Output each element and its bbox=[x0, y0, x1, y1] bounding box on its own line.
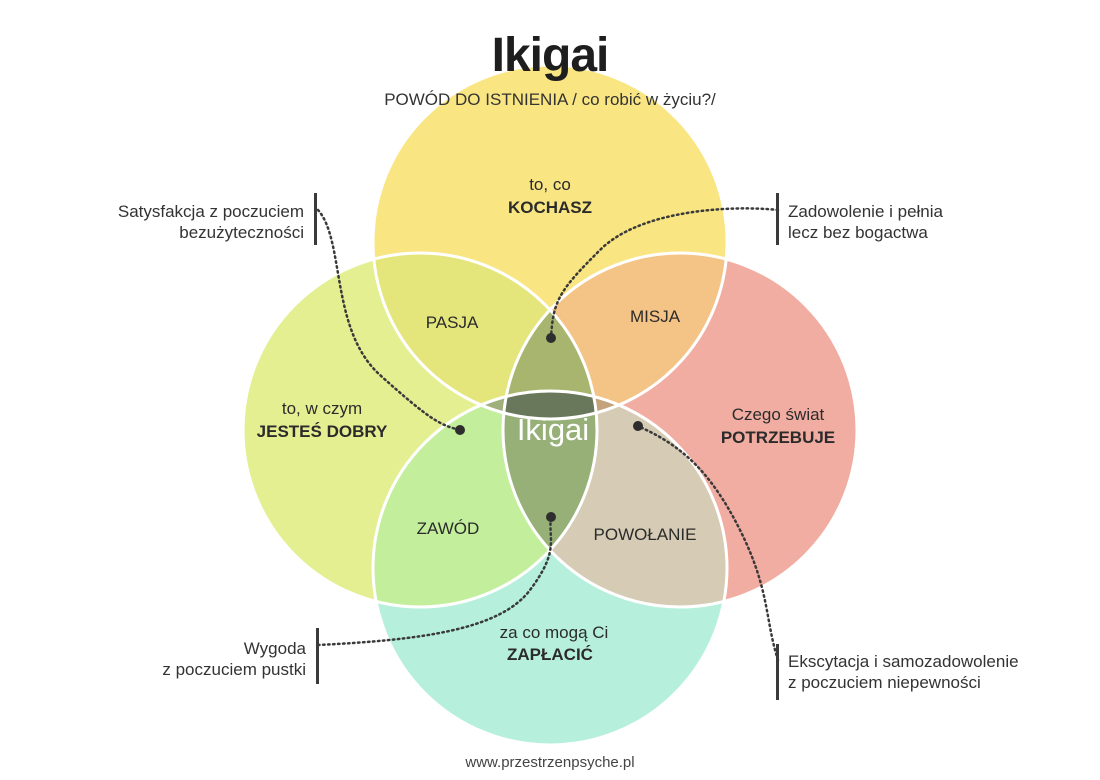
bottom-circle-line1: za co mogą Ci bbox=[500, 623, 609, 642]
overlap-pasja bbox=[373, 253, 597, 419]
top-circle-line2: KOCHASZ bbox=[508, 198, 592, 217]
right-circle-line1: Czego świat bbox=[732, 405, 825, 424]
powolanie-label: POWOŁANIE bbox=[594, 525, 697, 544]
note-bar-bottom-left bbox=[316, 628, 319, 684]
connector-bottom-right bbox=[638, 425, 780, 662]
note-top-left-line2: bezużyteczności bbox=[179, 223, 304, 242]
note-bar-bottom-right bbox=[776, 644, 779, 700]
note-top-left-line1: Satysfakcja z poczuciem bbox=[117, 202, 304, 221]
note-bottom-left-line1: Wygoda bbox=[243, 639, 306, 658]
note-top-right-line1: Zadowolenie i pełnia bbox=[788, 202, 943, 221]
note-bottom-right-line2: z poczuciem niepewności bbox=[788, 673, 981, 692]
misja-label: MISJA bbox=[630, 307, 681, 326]
note-top-right: Zadowolenie i pełnia lecz bez bogactwa bbox=[788, 201, 1048, 243]
ikigai-center-label: Ikigai bbox=[517, 412, 589, 447]
right-circle-line2: POTRZEBUJE bbox=[721, 428, 835, 447]
note-bottom-right: Ekscytacja i samozadowolenie z poczuciem… bbox=[788, 651, 1078, 693]
note-bottom-right-line1: Ekscytacja i samozadowolenie bbox=[788, 652, 1019, 671]
connector-top-right bbox=[549, 207, 780, 340]
connector-top-left bbox=[316, 208, 462, 432]
connector-dots bbox=[455, 333, 643, 522]
note-bottom-left-line2: z poczuciem pustki bbox=[162, 660, 306, 679]
left-circle-line1: to, w czym bbox=[282, 399, 362, 418]
note-top-right-line2: lecz bez bogactwa bbox=[788, 223, 928, 242]
pasja-label: PASJA bbox=[426, 313, 479, 332]
note-top-left: Satysfakcja z poczuciem bezużyteczności bbox=[60, 201, 304, 243]
left-circle-line2: JESTEŚ DOBRY bbox=[257, 422, 388, 441]
overlap-misja bbox=[503, 253, 727, 419]
bottom-circle-line2: ZAPŁACIĆ bbox=[507, 645, 593, 664]
note-bar-top-left bbox=[314, 193, 317, 245]
note-bar-top-right bbox=[776, 193, 779, 245]
top-circle-line1: to, co bbox=[529, 175, 571, 194]
page-subtitle: POWÓD DO ISTNIENIA / co robić w życiu?/ bbox=[384, 90, 716, 109]
page-title: Ikigai bbox=[491, 29, 610, 82]
footer-url: www.przestrzenpsyche.pl bbox=[465, 754, 635, 771]
circle-outlines bbox=[241, 63, 859, 747]
connector-lines bbox=[316, 207, 780, 662]
connector-bottom-left bbox=[316, 515, 553, 647]
zawod-label: ZAWÓD bbox=[417, 519, 480, 538]
note-bottom-left: Wygoda z poczuciem pustki bbox=[60, 638, 306, 680]
